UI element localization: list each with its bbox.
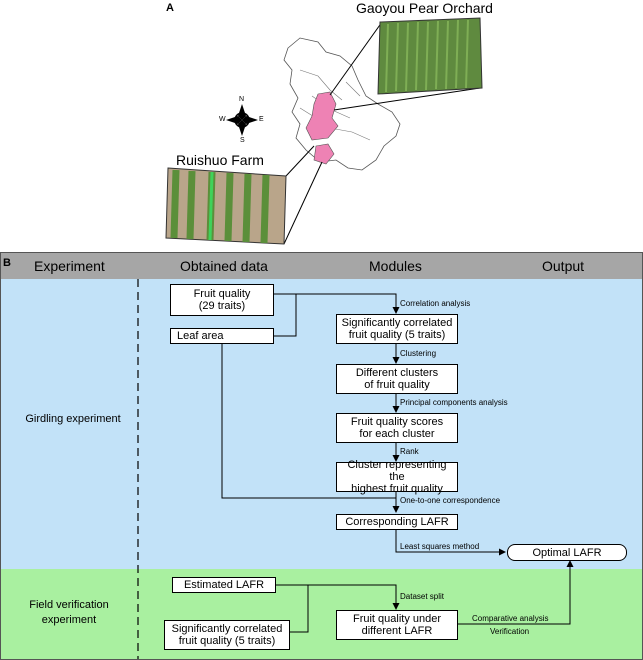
map-graphic xyxy=(165,17,483,245)
node-leaf-area: Leaf area xyxy=(170,328,274,344)
edge-comparative-analysis: Comparative analysis xyxy=(472,614,549,623)
header-band xyxy=(0,252,643,281)
node-different-clusters: Different clusters of fruit quality xyxy=(336,364,458,394)
edge-dataset-split: Dataset split xyxy=(400,592,445,601)
header-obtained-data: Obtained data xyxy=(180,258,268,274)
panel-b-label: B xyxy=(3,257,11,269)
edge-correlation-analysis: Correlation analysis xyxy=(400,299,471,308)
farm-aerial-image xyxy=(165,167,287,245)
node-fruit-quality-under-lafr: Fruit quality under different LAFR xyxy=(336,610,458,640)
edge-clustering: Clustering xyxy=(400,349,437,358)
node-best-cluster: Cluster representing the highest fruit q… xyxy=(336,459,458,495)
girdling-band xyxy=(0,279,643,570)
ruishuo-region xyxy=(313,143,335,165)
header-modules: Modules xyxy=(369,258,422,274)
node-cluster-scores: Fruit quality scores for each cluster xyxy=(336,413,458,443)
field-section-label: Field verification experiment xyxy=(29,599,109,626)
compass-e: E xyxy=(259,116,264,123)
edge-one-to-one: One-to-one correspondence xyxy=(400,496,501,505)
field-band xyxy=(0,569,643,660)
edge-rank: Rank xyxy=(400,447,419,456)
edge-least-squares: Least squares method xyxy=(400,542,480,551)
node-significantly-correlated: Significantly correlated fruit quality (… xyxy=(336,314,458,344)
header-experiment: Experiment xyxy=(34,258,105,274)
node-significantly-correlated-field: Significantly correlated fruit quality (… xyxy=(164,620,290,650)
gaoyou-region xyxy=(305,91,339,141)
gaoyou-label: Gaoyou Pear Orchard xyxy=(356,0,493,16)
compass-n: N xyxy=(239,96,245,103)
girdling-section-label: Girdling experiment xyxy=(25,413,121,425)
edge-verification: Verification xyxy=(490,627,530,636)
ruishuo-label: Ruishuo Farm xyxy=(176,152,264,168)
compass-icon xyxy=(226,104,258,136)
compass-w: W xyxy=(219,116,226,123)
header-output: Output xyxy=(542,258,585,274)
node-fruit-quality: Fruit quality (29 traits) xyxy=(170,284,274,316)
orchard-aerial-image xyxy=(377,17,483,95)
node-corresponding-lafr: Corresponding LAFR xyxy=(336,514,458,530)
edge-pca: Principal components analysis xyxy=(400,398,508,407)
panel-a-label: A xyxy=(166,2,174,14)
compass-s: S xyxy=(240,137,245,144)
node-optimal-lafr: Optimal LAFR xyxy=(507,544,627,561)
node-estimated-lafr: Estimated LAFR xyxy=(172,577,276,593)
